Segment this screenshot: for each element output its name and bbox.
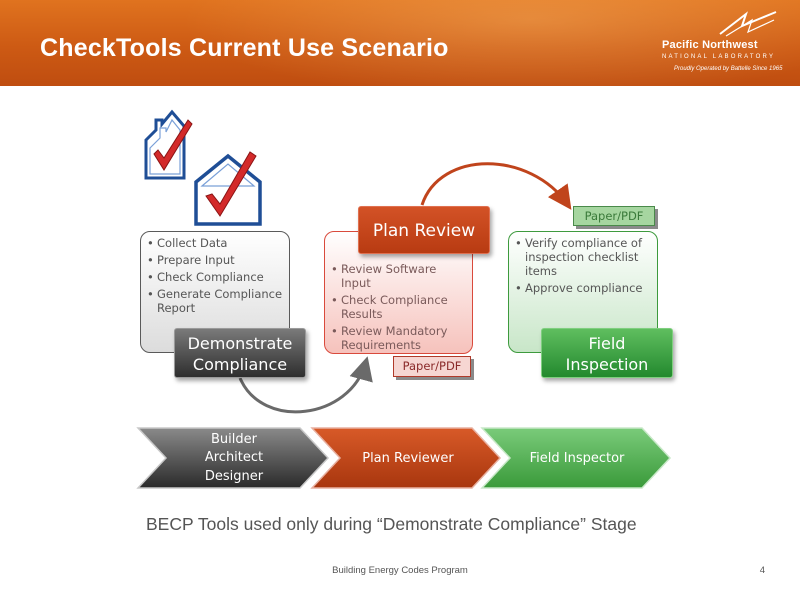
demonstrate-compliance-label: Demonstrate Compliance <box>174 328 306 378</box>
role-plan-reviewer: Plan Reviewer <box>362 451 454 466</box>
list-item: Check Compliance Results <box>329 293 468 321</box>
demonstrate-label-line2: Compliance <box>192 355 288 374</box>
field-inspection-output-tag: Paper/PDF <box>573 206 655 226</box>
field-inspection-label: Field Inspection <box>541 328 673 378</box>
role-chevron-field-inspector <box>480 427 672 489</box>
role-builder-line3: Designer <box>205 469 264 484</box>
role-field-inspector: Field Inspector <box>530 451 625 466</box>
list-item: Review Mandatory Requirements <box>329 324 468 352</box>
role-chevrons: Builder Architect Designer Plan Reviewer… <box>136 427 672 489</box>
role-chevron-builder <box>136 427 330 489</box>
list-item: Prepare Input <box>145 253 285 267</box>
list-item: Check Compliance <box>145 270 285 284</box>
house-icons <box>144 109 262 226</box>
footer-program-name: Building Energy Codes Program <box>332 565 468 576</box>
field-label-line2: Inspection <box>565 355 649 374</box>
header-shine <box>180 0 800 86</box>
pnnl-logo: Pacific Northwest NATIONAL LABORATORY Pr… <box>656 10 792 80</box>
role-chevron-plan-reviewer <box>310 427 502 489</box>
list-item: Review Software Input <box>329 262 468 290</box>
logo-subtitle: NATIONAL LABORATORY <box>662 54 776 60</box>
plan-review-output-tag: Paper/PDF <box>393 356 471 377</box>
house-checkmark-icon <box>194 151 262 226</box>
demonstrate-label-line1: Demonstrate <box>187 334 293 353</box>
plan-review-label: Plan Review <box>358 206 490 254</box>
logo-name: Pacific Northwest <box>662 39 758 51</box>
pnnl-logo-mark-icon <box>719 11 777 37</box>
plan-review-bullets: Review Software Input Check Compliance R… <box>329 262 468 352</box>
slide-note: BECP Tools used only during “Demonstrate… <box>146 514 637 534</box>
list-item: Collect Data <box>145 236 285 250</box>
slide-header: CheckTools Current Use Scenario Pacific … <box>0 0 800 86</box>
list-item: Verify compliance of inspection checklis… <box>513 236 653 278</box>
house-checklist-icon <box>144 109 193 180</box>
logo-tagline: Proudly Operated by Battelle Since 1965 <box>674 66 783 72</box>
role-builder-line1: Builder <box>211 432 258 447</box>
field-label-line1: Field <box>588 334 626 353</box>
page-number: 4 <box>759 565 765 576</box>
list-item: Generate Compliance Report <box>145 287 285 315</box>
demonstrate-bullets: Collect Data Prepare Input Check Complia… <box>145 236 285 315</box>
arrow-plan-to-field <box>420 162 572 210</box>
slide-title: CheckTools Current Use Scenario <box>40 34 449 62</box>
role-builder-line2: Architect <box>205 450 263 465</box>
list-item: Approve compliance <box>513 281 653 295</box>
field-inspection-bullets: Verify compliance of inspection checklis… <box>513 236 653 295</box>
